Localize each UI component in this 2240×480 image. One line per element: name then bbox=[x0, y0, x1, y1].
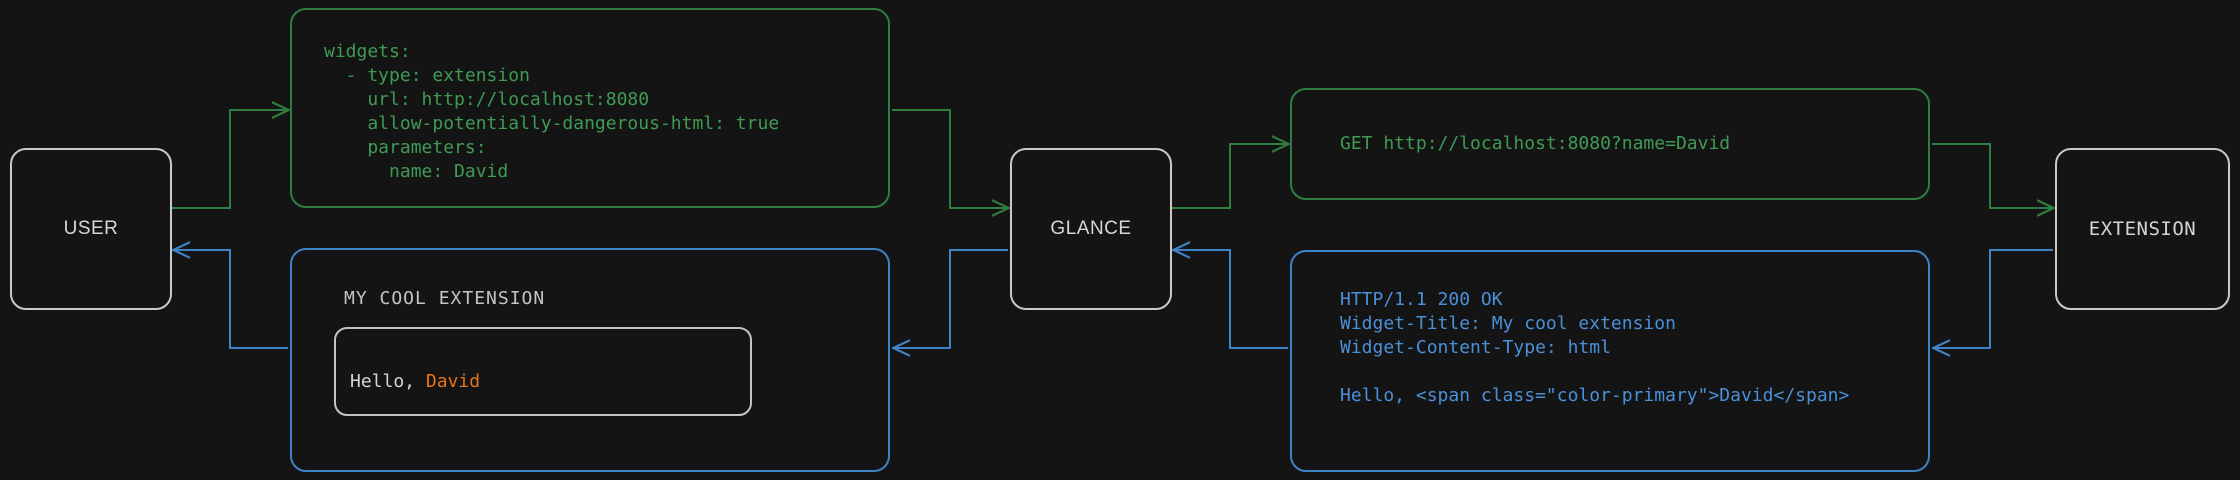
edge-glance-to-widget bbox=[894, 249, 1008, 348]
node-glance[interactable]: GLANCE bbox=[1010, 148, 1172, 310]
panel-http-response: HTTP/1.1 200 OK Widget-Title: My cool ex… bbox=[1290, 250, 1930, 472]
edge-request-to-extension bbox=[1932, 143, 2053, 208]
node-extension-label: EXTENSION bbox=[2088, 218, 2197, 240]
edge-glance-to-request bbox=[1172, 144, 1288, 209]
edge-extension-to-response bbox=[1934, 249, 2053, 348]
widget-content-card: Hello, David bbox=[334, 327, 752, 416]
node-user-label: USER bbox=[63, 218, 119, 239]
edge-config-to-glance bbox=[892, 109, 1008, 208]
http-response-code: HTTP/1.1 200 OK Widget-Title: My cool ex… bbox=[1340, 289, 1850, 406]
widget-title: MY COOL EXTENSION bbox=[344, 288, 546, 309]
widget-greeting: Hello, David bbox=[350, 371, 480, 392]
edge-user-to-config bbox=[172, 110, 288, 209]
panel-rendered-widget: MY COOL EXTENSION Hello, David bbox=[290, 248, 890, 472]
node-extension[interactable]: EXTENSION bbox=[2055, 148, 2230, 310]
panel-widget-config: widgets: - type: extension url: http://l… bbox=[290, 8, 890, 208]
http-request-code: GET http://localhost:8080?name=David bbox=[1340, 133, 1731, 154]
node-user[interactable]: USER bbox=[10, 148, 172, 310]
panel-http-request: GET http://localhost:8080?name=David bbox=[1290, 88, 1930, 200]
node-glance-label: GLANCE bbox=[1050, 218, 1132, 239]
edge-response-to-glance bbox=[1174, 250, 1288, 349]
widget-greeting-name: David bbox=[425, 371, 481, 392]
config-yaml-code: widgets: - type: extension url: http://l… bbox=[324, 41, 780, 182]
widget-greeting-prefix: Hello, bbox=[350, 371, 426, 392]
edge-widget-to-user bbox=[174, 250, 288, 349]
